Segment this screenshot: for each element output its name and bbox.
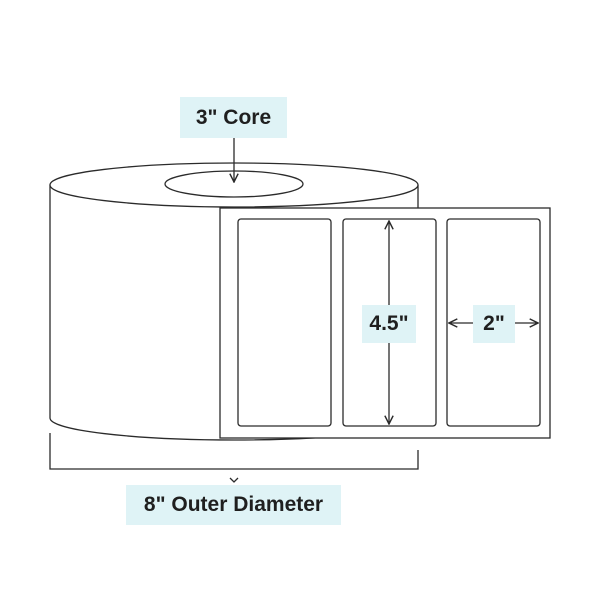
outer-diameter-chevron: [229, 477, 239, 483]
label-width-dimension: 2": [473, 305, 515, 343]
outer-diameter-bracket: [49, 433, 419, 483]
label-1: [237, 218, 332, 427]
outer-diameter-label: 8" Outer Diameter: [126, 485, 341, 525]
label-height-dimension: 4.5": [362, 305, 416, 343]
core-size-label: 3" Core: [180, 97, 287, 138]
